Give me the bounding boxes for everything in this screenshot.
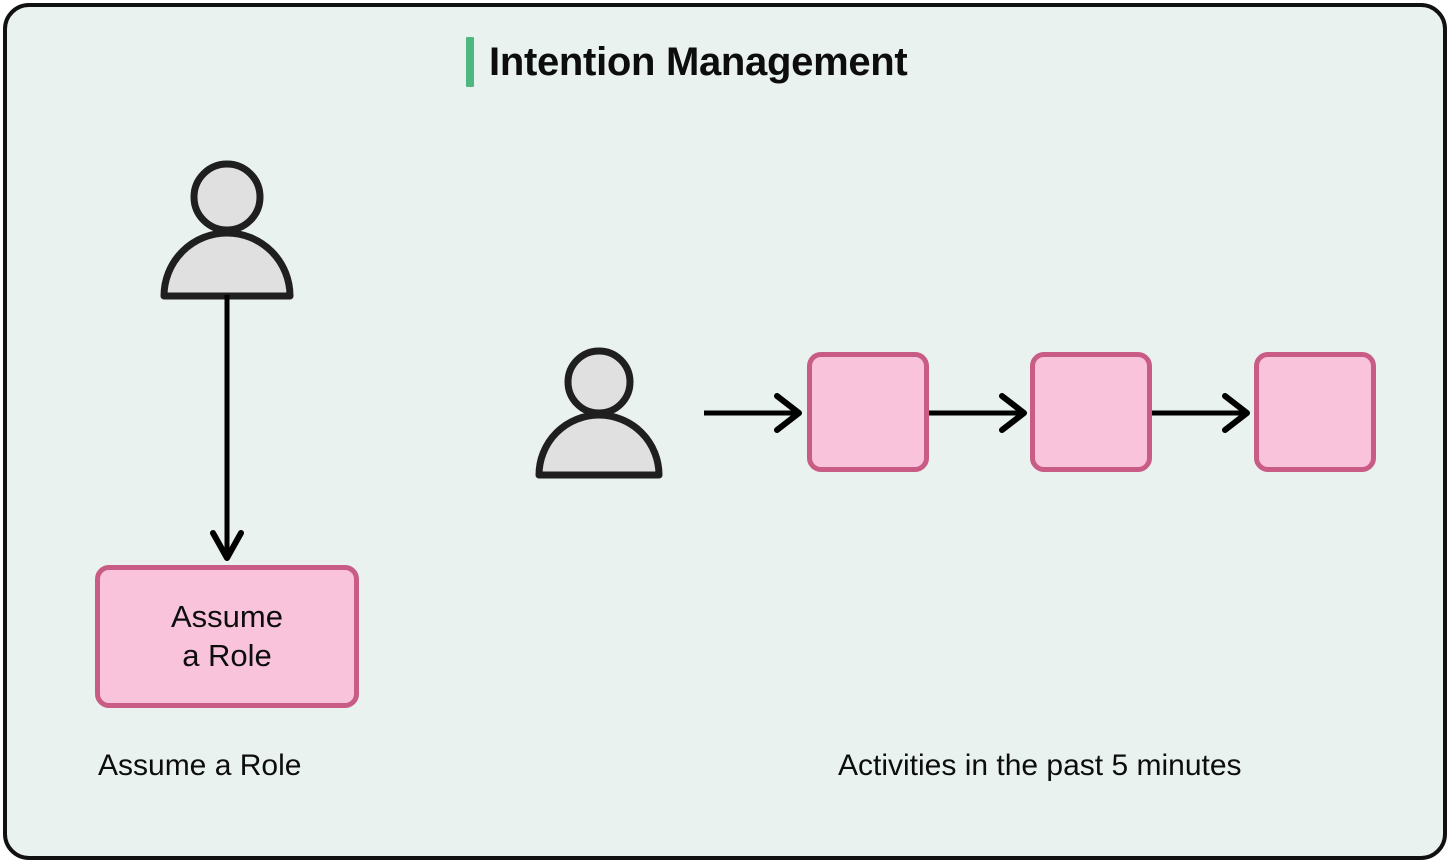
activity-step-box[interactable]: [807, 352, 929, 472]
assume-a-role-box-label: Assume a Role: [171, 599, 283, 673]
person-icon: [160, 160, 294, 300]
page-title-label: Intention Management: [489, 40, 908, 84]
arrow-right-icon: [1152, 392, 1252, 434]
vertical-accent-bar-icon: [466, 37, 474, 87]
page-title: Intention Management: [466, 34, 908, 90]
assume-a-role-box[interactable]: Assume a Role: [95, 565, 359, 708]
caption-assume-a-role: Assume a Role: [98, 749, 302, 782]
arrow-down-icon: [210, 295, 244, 563]
diagram-canvas: Intention Management Assume a Role Assum…: [3, 3, 1447, 860]
caption-activities: Activities in the past 5 minutes: [838, 749, 1242, 782]
person-icon: [535, 347, 663, 479]
activity-step-box[interactable]: [1254, 352, 1376, 472]
activity-step-box[interactable]: [1030, 352, 1152, 472]
arrow-right-icon: [704, 392, 804, 434]
arrow-right-icon: [929, 392, 1029, 434]
